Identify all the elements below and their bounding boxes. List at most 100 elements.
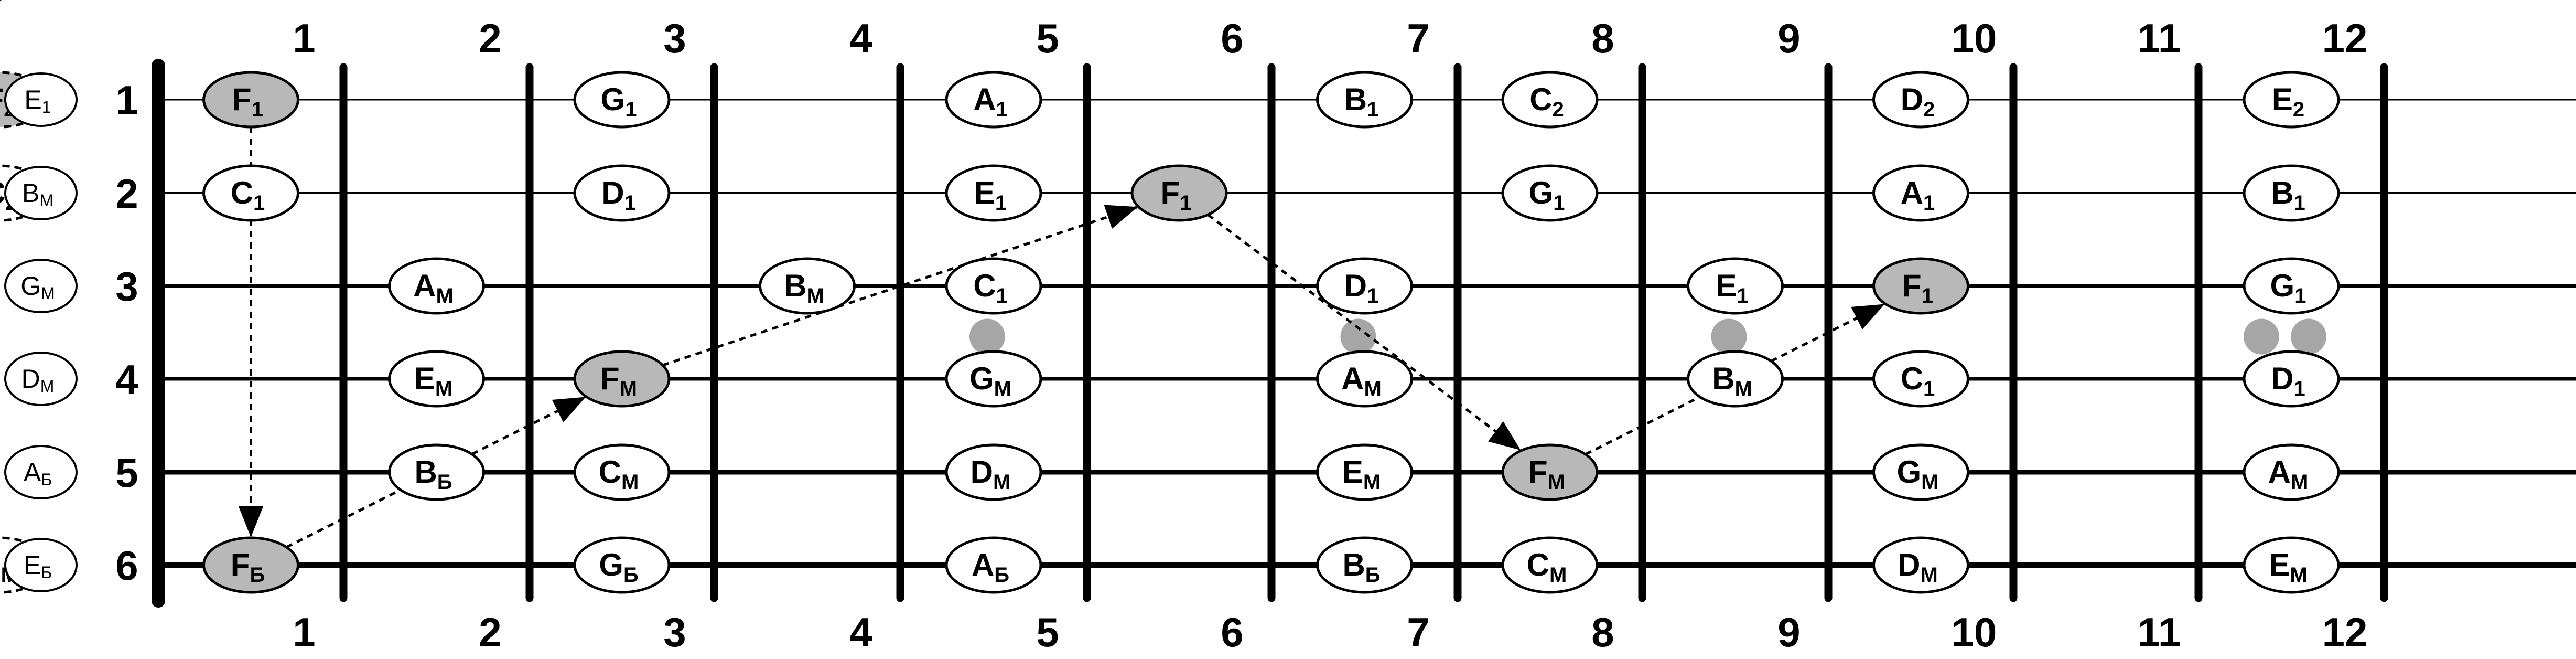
- fret-number-top: 4: [849, 15, 872, 61]
- fret-number-top: 2: [479, 15, 501, 61]
- open-note-ellipse: [4, 259, 78, 313]
- path-arrow: [1207, 214, 1521, 451]
- note-ellipse: [388, 443, 485, 501]
- note-label: F1: [232, 82, 263, 121]
- fret-number-bottom: 3: [663, 609, 686, 655]
- fret-number-bottom: 8: [1591, 609, 1614, 655]
- note-ellipse: [2243, 164, 2340, 222]
- note-label: CM: [1527, 547, 1567, 587]
- note-label: E1: [974, 175, 1007, 215]
- note-marker: GM: [945, 350, 1042, 408]
- note-label: E2: [2272, 82, 2304, 121]
- note-label: G1: [601, 82, 637, 121]
- note-label: AБ: [972, 547, 1009, 587]
- note-ellipse: [573, 443, 671, 501]
- note-ellipse: [1501, 536, 1599, 594]
- open-string-label: DM: [4, 352, 78, 406]
- note-label: AM: [2268, 454, 2309, 494]
- note-label: CM: [599, 454, 639, 494]
- open-note-text: E1: [24, 85, 51, 116]
- note-marker: D1: [2243, 350, 2340, 408]
- note-ellipse: [1501, 443, 1599, 501]
- note-ellipse: [1316, 536, 1413, 594]
- note-label: AM: [413, 268, 454, 307]
- note-marker: G1: [573, 71, 671, 129]
- note-marker: EM: [1316, 443, 1413, 501]
- notes-layer: F1G1A1B1C2D2E2F2C1D1E1F1G1A1B1C2AMBMC1D1…: [0, 71, 2340, 594]
- open-string-label: E1: [4, 72, 78, 127]
- note-label: EM: [2269, 547, 2307, 587]
- note-ellipse: [1316, 257, 1413, 315]
- note-ellipse: [1687, 350, 1784, 408]
- note-label: D1: [601, 175, 636, 215]
- note-label: A1: [1901, 175, 1935, 215]
- fret-number-top: 6: [1221, 15, 1243, 61]
- open-note-text: AБ: [24, 458, 52, 489]
- note-ellipse: [945, 71, 1042, 129]
- note-marker: FM: [573, 350, 671, 408]
- note-label: G1: [2270, 268, 2306, 307]
- note-marker: C1: [202, 164, 299, 222]
- fret-number-top: 8: [1591, 15, 1614, 61]
- note-marker: BБ: [388, 443, 485, 501]
- note-ellipse: [945, 164, 1042, 222]
- fret-inlay-dot: [2291, 318, 2326, 355]
- note-ellipse: [573, 536, 671, 594]
- note-ellipse: [2243, 257, 2340, 315]
- fret-number-bottom: 12: [2322, 609, 2368, 655]
- open-string-label: BM: [4, 166, 78, 220]
- note-label: GM: [1897, 454, 1939, 494]
- fret-number-top: 7: [1407, 15, 1429, 61]
- string-number: 3: [115, 263, 138, 310]
- string-number: 1: [115, 77, 138, 123]
- fret-number-top: 11: [2138, 15, 2181, 61]
- note-label: C1: [1901, 361, 1935, 400]
- fret-number-bottom: 1: [293, 609, 315, 655]
- string-number: 5: [115, 450, 138, 496]
- open-note-ellipse: [4, 72, 78, 127]
- note-marker: AM: [388, 257, 485, 315]
- note-marker: G1: [1501, 164, 1599, 222]
- open-string-label: GM: [4, 259, 78, 313]
- note-ellipse: [1501, 71, 1599, 129]
- note-ellipse: [2243, 443, 2340, 501]
- note-marker: F1: [1130, 164, 1228, 222]
- note-ellipse: [1316, 71, 1413, 129]
- note-ellipse: [1316, 443, 1413, 501]
- open-note-ellipse: [4, 352, 78, 406]
- note-marker: D2: [1872, 71, 1969, 129]
- note-marker: GM: [1872, 443, 1969, 501]
- note-label: AM: [1341, 361, 1382, 400]
- fret-number-bottom: 10: [1952, 609, 1997, 655]
- note-label: FБ: [231, 547, 265, 587]
- note-ellipse: [573, 71, 671, 129]
- note-ellipse: [388, 257, 485, 315]
- note-marker: C1: [1872, 350, 1969, 408]
- fret-number-top: 5: [1036, 15, 1059, 61]
- fret-number-top: 10: [1952, 15, 1997, 61]
- note-label: GБ: [599, 547, 638, 587]
- note-ellipse: [388, 350, 485, 408]
- note-marker: CM: [1501, 536, 1599, 594]
- note-marker: FБ: [202, 536, 299, 594]
- fret-inlay-dot: [969, 318, 1005, 355]
- note-label: FM: [600, 361, 637, 400]
- note-marker: C2: [1501, 71, 1599, 129]
- note-marker: E1: [1687, 257, 1784, 315]
- note-label: BM: [784, 268, 824, 307]
- open-note-text: GM: [20, 271, 55, 303]
- note-label: D2: [1901, 82, 1935, 121]
- note-ellipse: [2243, 71, 2340, 129]
- note-marker: BM: [759, 257, 856, 315]
- fret-number-bottom: 11: [2138, 609, 2181, 655]
- inlays-layer: [969, 318, 2326, 355]
- open-string-label: EБ: [4, 538, 78, 592]
- note-label: A1: [973, 82, 1008, 121]
- note-marker: A1: [1872, 164, 1969, 222]
- fret-number-top: 1: [293, 15, 315, 61]
- note-marker: DM: [945, 443, 1042, 501]
- note-ellipse: [759, 257, 856, 315]
- note-label: F1: [1902, 268, 1933, 307]
- note-label: GM: [969, 361, 1011, 400]
